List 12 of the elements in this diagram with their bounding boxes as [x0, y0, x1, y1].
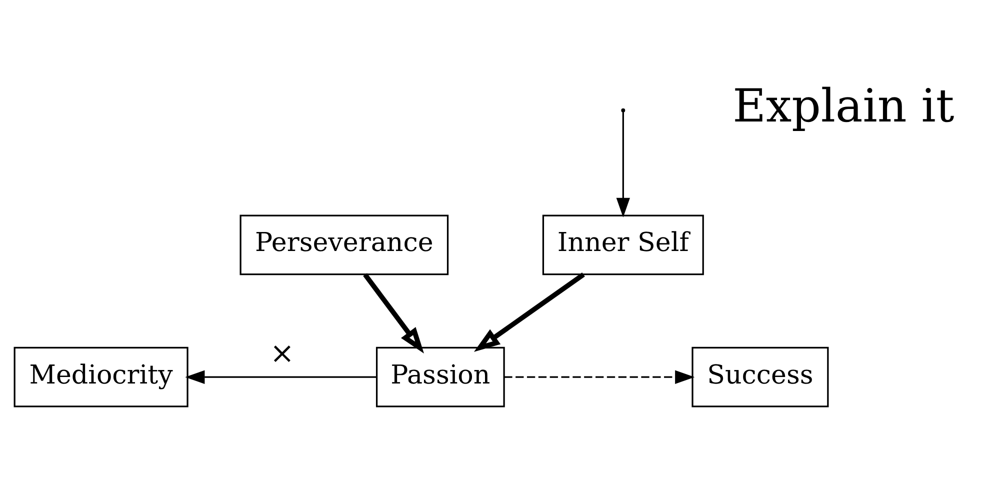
edge-label: ×	[270, 336, 294, 370]
node-box: Passion	[376, 346, 505, 408]
node-box: Perseverance	[240, 214, 449, 276]
node-box: Success	[692, 346, 829, 408]
node-box: Inner Self	[542, 214, 704, 276]
node-box: Mediocrity	[14, 346, 188, 408]
arrow	[185, 370, 377, 384]
arrow	[616, 112, 630, 218]
arrow	[504, 370, 695, 384]
arrow	[474, 272, 585, 352]
label: Explain it	[732, 80, 954, 133]
arrow	[363, 273, 424, 354]
